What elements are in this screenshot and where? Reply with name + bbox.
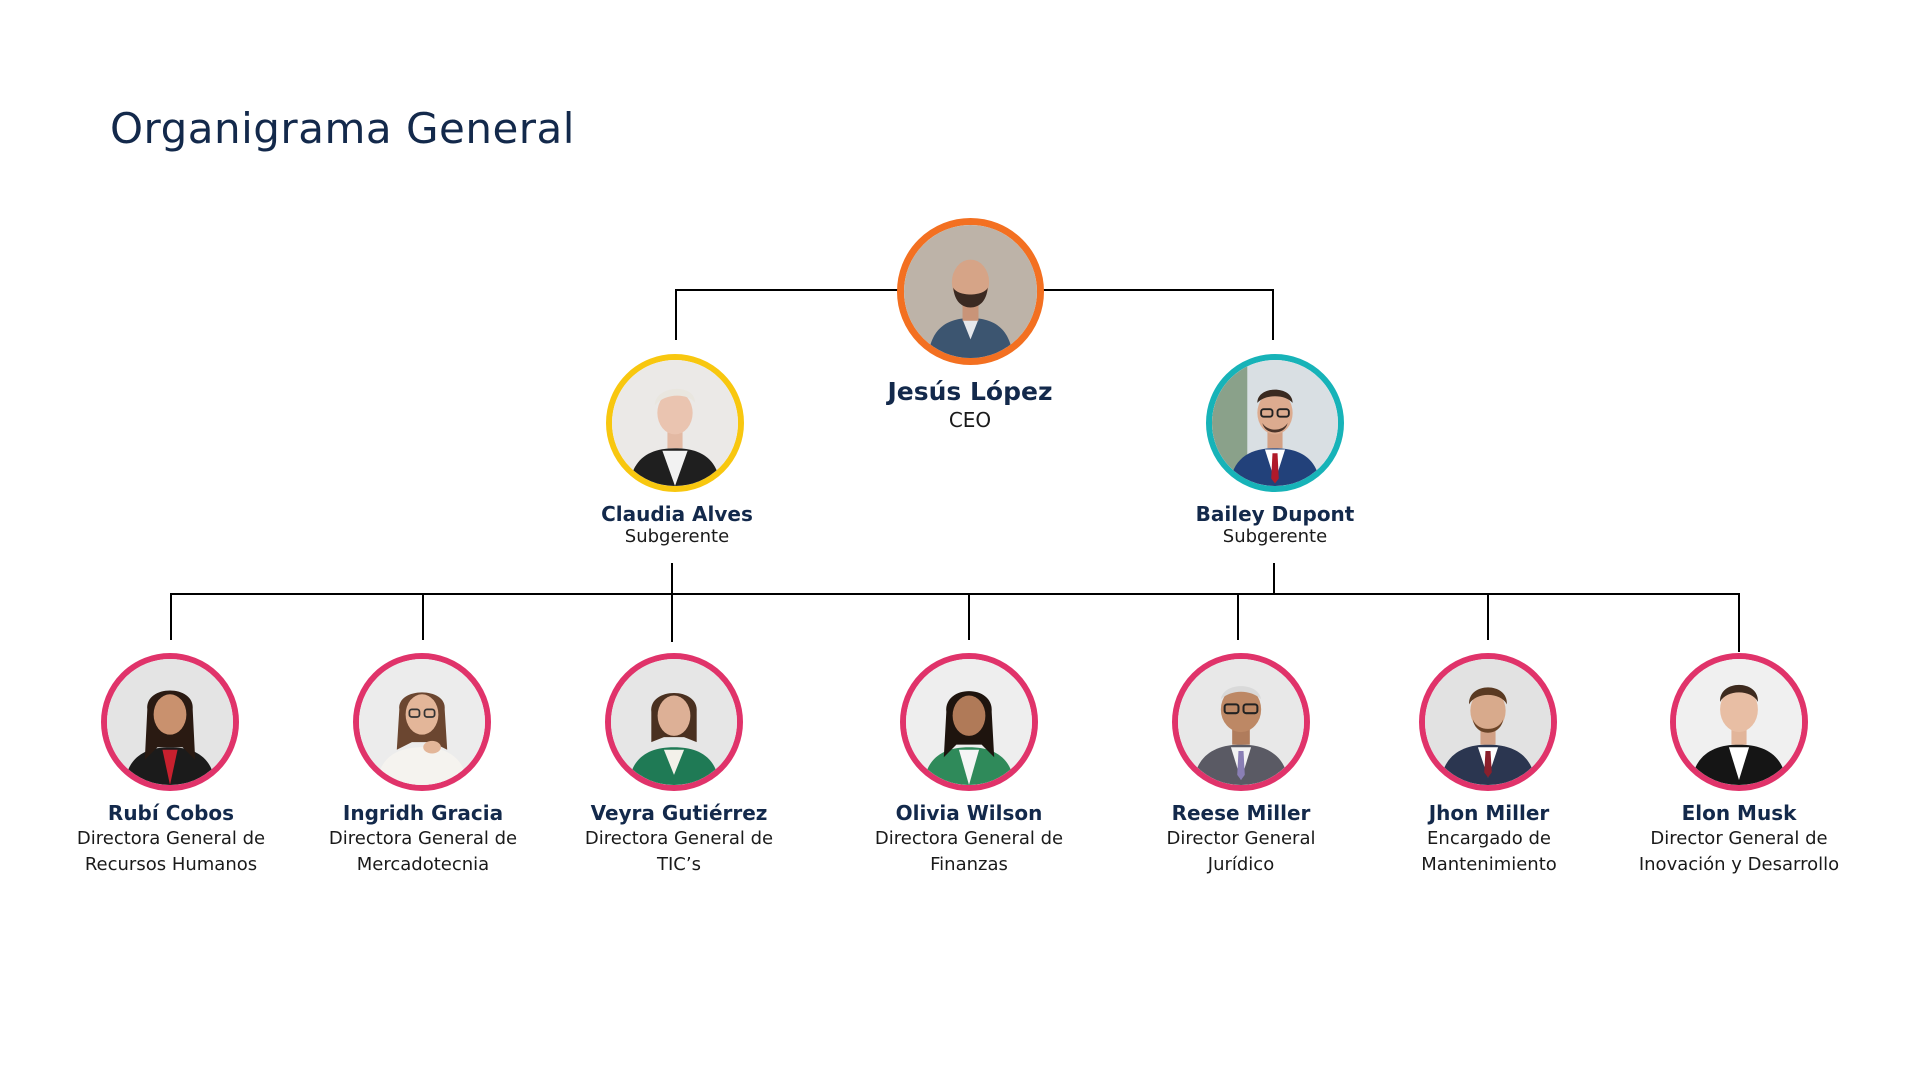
avatar-staff-4 (900, 653, 1038, 791)
person-photo-icon (906, 659, 1032, 785)
person-photo-icon (904, 225, 1037, 358)
staff-4-role-line2: Finanzas (930, 854, 1008, 876)
person-photo-icon (611, 659, 737, 785)
person-photo-icon (359, 659, 485, 785)
staff-5-role-line1: Director General (1166, 828, 1316, 850)
avatar-staff-3 (605, 653, 743, 791)
staff-5-role-line2: Jurídico (1207, 854, 1275, 876)
staff-5-name: Reese Miller (1171, 801, 1311, 825)
avatar-manager-left (606, 354, 744, 492)
staff-6-name: Jhon Miller (1428, 801, 1550, 825)
staff-2-role-line2: Mercadotecnia (356, 854, 490, 876)
ceo-name: Jesús López (887, 377, 1053, 406)
manager-left-role: Subgerente (624, 526, 730, 548)
staff-7-role-line2: Inovación y Desarrollo (1638, 854, 1840, 876)
person-photo-icon (612, 360, 738, 486)
avatar-staff-1 (101, 653, 239, 791)
staff-3-name: Veyra Gutiérrez (590, 801, 768, 825)
person-photo-icon (1212, 360, 1338, 486)
staff-3-role-line2: TIC’s (657, 854, 701, 876)
manager-right-name: Bailey Dupont (1195, 502, 1355, 526)
avatar-staff-2 (353, 653, 491, 791)
staff-3-role-line1: Directora General de (584, 828, 774, 850)
avatar-manager-right (1206, 354, 1344, 492)
staff-2-name: Ingridh Gracia (342, 801, 504, 825)
staff-4-role-line1: Directora General de (874, 828, 1064, 850)
avatar-ceo (897, 218, 1044, 365)
manager-left-name: Claudia Alves (601, 502, 753, 526)
staff-7-role-line1: Director General de (1650, 828, 1828, 850)
staff-1-role-line2: Recursos Humanos (84, 854, 258, 876)
staff-1-name: Rubí Cobos (107, 801, 235, 825)
page-title: Organigrama General (110, 104, 575, 153)
person-photo-icon (107, 659, 233, 785)
manager-right-role: Subgerente (1222, 526, 1328, 548)
person-photo-icon (1676, 659, 1802, 785)
staff-7-name: Elon Musk (1681, 801, 1797, 825)
avatar-staff-5 (1172, 653, 1310, 791)
staff-2-role-line1: Directora General de (328, 828, 518, 850)
staff-1-role-line1: Directora General de (76, 828, 266, 850)
staff-6-role-line2: Mantenimiento (1421, 854, 1557, 876)
avatar-staff-7 (1670, 653, 1808, 791)
person-photo-icon (1425, 659, 1551, 785)
staff-4-name: Olivia Wilson (895, 801, 1043, 825)
avatar-staff-6 (1419, 653, 1557, 791)
person-photo-icon (1178, 659, 1304, 785)
ceo-role: CEO (948, 408, 992, 432)
staff-6-role-line1: Encargado de (1427, 828, 1551, 850)
